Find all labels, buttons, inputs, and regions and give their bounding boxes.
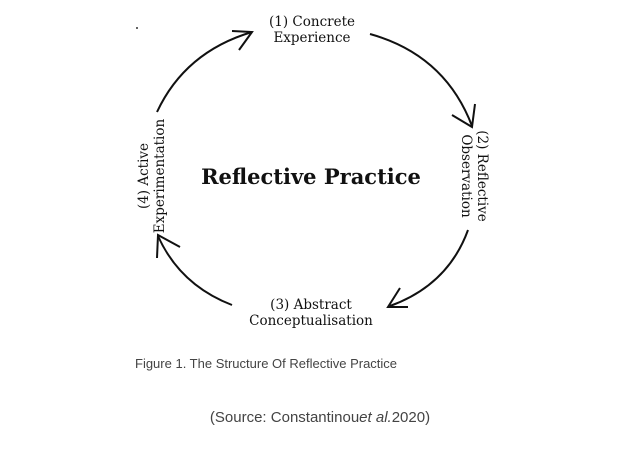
stage-3-line1: (3) Abstract: [270, 297, 352, 313]
stage-2-label: (2) Reflective Observation: [458, 130, 490, 221]
stage-3-label: (3) Abstract Conceptualisation: [249, 297, 373, 329]
arrow-2-to-3: [386, 229, 469, 308]
stage-4-line2: Experimentation: [152, 119, 168, 234]
source-prefix: (Source: Constantinou: [209, 409, 360, 426]
stage-1-label: (1) Concrete Experience: [269, 14, 355, 46]
arrow-1-to-2: [369, 33, 476, 129]
source-citation: (Source: Constantinouet al.2020): [0, 409, 640, 426]
stray-dot: [136, 27, 138, 29]
stage-4-label: (4) Active Experimentation: [136, 119, 168, 234]
arrow-3-to-4: [156, 233, 233, 306]
stage-2-line2: Observation: [458, 134, 474, 218]
source-italic: et al.: [359, 409, 392, 426]
arrow-4-to-1: [156, 30, 254, 113]
stage-1-line2: Experience: [273, 30, 350, 46]
diagram-title: Reflective Practice: [201, 164, 421, 189]
stage-3-line2: Conceptualisation: [249, 313, 373, 329]
stage-4-line1: (4) Active: [136, 143, 152, 209]
stage-2-line1: (2) Reflective: [474, 130, 490, 221]
figure-caption: Figure 1. The Structure Of Reflective Pr…: [135, 356, 398, 371]
source-suffix: 2020): [391, 409, 431, 426]
stage-1-line1: (1) Concrete: [269, 14, 355, 30]
